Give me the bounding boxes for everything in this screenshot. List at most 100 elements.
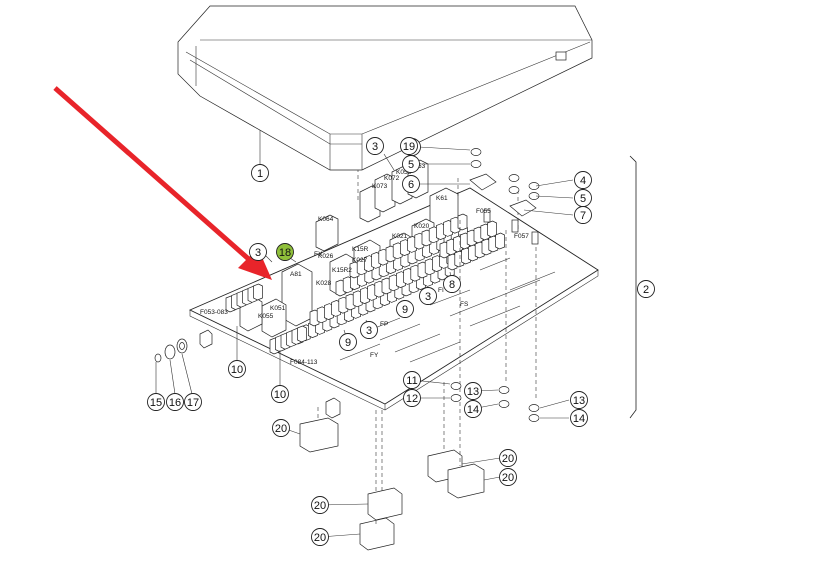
callout-number: 10 <box>274 389 286 401</box>
callout-c14a: 14 <box>464 400 482 418</box>
fuse-block <box>345 293 356 311</box>
callout-c9b: 9 <box>339 333 357 351</box>
fuse-block <box>338 296 349 314</box>
fuse-block <box>457 213 468 231</box>
callout-c7: 7 <box>574 206 592 224</box>
fuse-block <box>400 239 410 256</box>
fuse-block <box>342 276 353 294</box>
callout-number: 12 <box>406 393 418 405</box>
callout-circle <box>403 389 421 407</box>
fuse-block <box>436 223 446 240</box>
fuse-block <box>349 261 360 279</box>
assembly-bracket <box>629 155 637 419</box>
label-a81: A81 <box>290 271 302 278</box>
label-k064: K064 <box>318 216 334 223</box>
callout-circle <box>249 243 267 261</box>
fuse-block <box>495 232 505 250</box>
fuse-block <box>424 258 435 276</box>
callout-number: 20 <box>275 423 287 435</box>
callout-circle <box>311 528 329 546</box>
callout-circle <box>400 137 418 155</box>
label-k072: K072 <box>384 175 400 182</box>
callout-number: 10 <box>231 364 243 376</box>
fuse-block <box>364 255 374 272</box>
callout-number: 9 <box>402 304 408 316</box>
callout-number: 3 <box>372 141 378 153</box>
label-k055b: K055 <box>258 313 274 320</box>
callout-number: 6 <box>408 179 414 191</box>
label-fy: FY <box>370 352 379 359</box>
callout-c1: 1 <box>251 164 269 182</box>
label-k026: K026 <box>318 253 334 260</box>
fuse-block <box>378 248 389 266</box>
fuse-block <box>414 232 425 250</box>
callout-c16: 16 <box>166 393 184 411</box>
fuse-block <box>450 216 461 234</box>
callout-number: 20 <box>502 453 514 465</box>
callout-c20a: 20 <box>272 419 290 437</box>
fuse-block <box>403 268 413 285</box>
fuse-block <box>396 271 406 288</box>
label-k15r: K15R <box>352 246 369 253</box>
callout-c3d: 3 <box>360 321 378 339</box>
callout-c20c: 20 <box>499 468 517 486</box>
callout-number: 8 <box>449 279 455 291</box>
callout-circle <box>272 419 290 437</box>
callout-c3a: 3 <box>366 137 384 155</box>
callout-c8: 8 <box>443 275 461 293</box>
callout-c15: 15 <box>147 393 165 411</box>
label-k051: K051 <box>270 305 286 312</box>
fuse-block <box>374 280 385 298</box>
callout-circle <box>360 321 378 339</box>
callout-c20d: 20 <box>311 496 329 514</box>
callout-circle <box>637 280 655 298</box>
callout-circle <box>402 155 420 173</box>
label-k028: K028 <box>316 280 332 287</box>
callout-c20e: 20 <box>311 528 329 546</box>
callout-c5b: 5 <box>574 189 592 207</box>
callout-c19: 19 <box>400 137 418 155</box>
fuse-block <box>309 309 320 327</box>
callout-circle <box>166 393 184 411</box>
callout-c13b: 13 <box>570 391 588 409</box>
fuse-block <box>335 279 346 297</box>
fuse-block <box>253 283 263 301</box>
callout-c14b: 14 <box>570 409 588 427</box>
callout-number: 3 <box>255 247 261 259</box>
callout-c5a: 5 <box>402 155 420 173</box>
callout-number: 11 <box>406 375 417 387</box>
callout-number: 15 <box>150 397 162 409</box>
callout-circle <box>464 382 482 400</box>
fuse-block <box>432 255 442 272</box>
callout-number: 20 <box>314 532 326 544</box>
fuse-block <box>324 303 334 320</box>
callout-number: 14 <box>467 404 479 416</box>
connectors <box>199 329 485 551</box>
callout-circle <box>499 449 517 467</box>
label-f057: F057 <box>514 233 529 240</box>
callout-number: 3 <box>366 325 372 337</box>
callout-c9a: 9 <box>396 300 414 318</box>
callout-number: 14 <box>573 413 585 425</box>
fuse-block <box>316 306 327 324</box>
callout-circle <box>402 175 420 193</box>
fuse-block <box>367 284 377 301</box>
fuse-block <box>381 277 392 295</box>
callout-circle <box>251 164 269 182</box>
label-k027: K027 <box>352 257 368 264</box>
fuse-block <box>417 261 428 279</box>
callout-circle <box>403 371 421 389</box>
callout-circle <box>271 385 289 403</box>
callout-number: 7 <box>580 210 586 222</box>
fuse-block <box>388 274 399 292</box>
fuse-block <box>392 242 403 260</box>
label-k073: K073 <box>372 183 388 190</box>
callout-number: 16 <box>169 397 181 409</box>
fuse-block <box>487 220 497 238</box>
callout-circle <box>499 468 517 486</box>
callout-number: 4 <box>580 175 586 187</box>
label-k061: K61 <box>436 195 448 202</box>
callout-c10a: 10 <box>228 360 246 378</box>
label-fx: FX <box>314 251 323 258</box>
